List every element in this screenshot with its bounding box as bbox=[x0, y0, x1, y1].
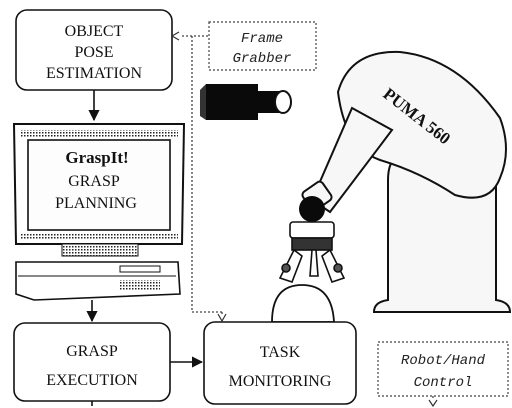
monitoring-line-1: TASK bbox=[260, 344, 301, 361]
planning-line-2: GRASP bbox=[68, 173, 120, 190]
flow-arrows bbox=[86, 90, 204, 406]
robot-control-line-1: Robot/Hand bbox=[401, 353, 486, 369]
arrowhead-frame-grabber bbox=[170, 31, 180, 41]
execution-line-1: GRASP bbox=[66, 343, 118, 360]
object-pose-estimation-box: OBJECT POSE ESTIMATION bbox=[15, 9, 173, 91]
arrowhead-robot-control bbox=[428, 399, 438, 408]
robot-forearm bbox=[310, 106, 394, 214]
robot-upper-arm bbox=[336, 50, 507, 199]
execution-line-2: EXECUTION bbox=[46, 372, 138, 389]
arrowhead-task-monitoring bbox=[217, 313, 227, 323]
monitoring-line-2: MONITORING bbox=[229, 373, 332, 390]
gripper-icon bbox=[278, 221, 346, 284]
target-object-icon bbox=[271, 284, 335, 323]
graspit-title: GraspIt! bbox=[65, 148, 128, 167]
robot-wrist-ball bbox=[299, 196, 325, 222]
robot-hand-control-box: Robot/Hand Control bbox=[377, 341, 509, 397]
frame-grabber-box: Frame Grabber bbox=[208, 21, 317, 71]
grasp-execution-box: GRASP EXECUTION bbox=[13, 322, 171, 402]
pose-line-2: POSE bbox=[74, 44, 113, 61]
puma-robot-illustration bbox=[301, 50, 512, 313]
robot-control-line-2: Control bbox=[414, 375, 473, 391]
workstation-icon bbox=[12, 123, 186, 301]
task-monitoring-box: TASK MONITORING bbox=[203, 321, 357, 405]
grasp-planning-box: GraspIt! GRASP PLANNING bbox=[55, 148, 137, 212]
pose-line-3: ESTIMATION bbox=[46, 65, 142, 82]
frame-grabber-line-1: Frame bbox=[241, 31, 283, 47]
camera-icon bbox=[200, 84, 292, 120]
planning-line-3: PLANNING bbox=[55, 195, 137, 212]
frame-grabber-line-2: Grabber bbox=[233, 51, 292, 67]
pose-line-1: OBJECT bbox=[65, 23, 124, 40]
